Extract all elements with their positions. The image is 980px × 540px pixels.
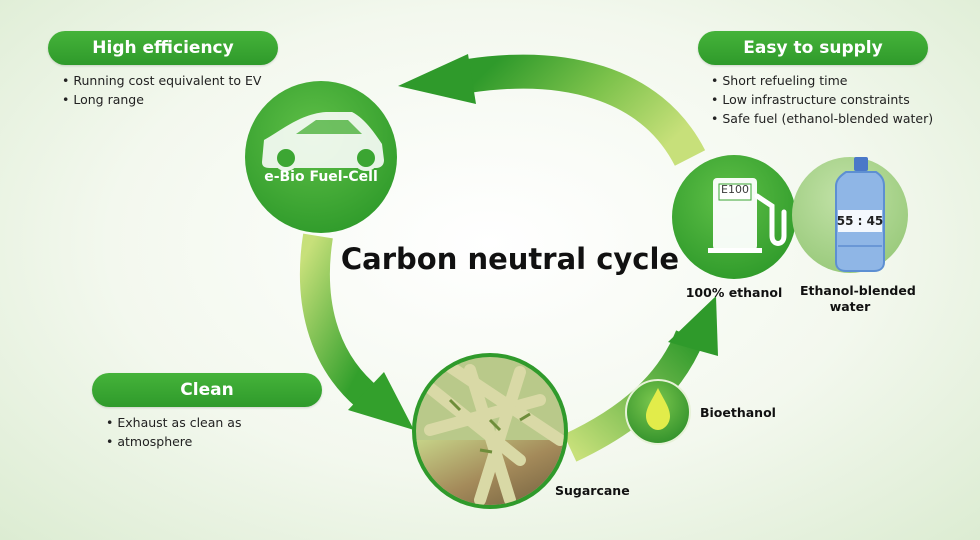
list-item: Low infrastructure constraints bbox=[711, 90, 933, 109]
arrow-head-left bbox=[348, 372, 414, 430]
list-item: Safe fuel (ethanol-blended water) bbox=[711, 109, 933, 128]
list-item: Short refueling time bbox=[711, 71, 933, 90]
list-item-continued: atmosphere bbox=[117, 434, 193, 449]
list-item: atmosphere bbox=[106, 432, 241, 451]
sugarcane-label: Sugarcane bbox=[555, 483, 630, 498]
water-ratio-label: 55 : 45 bbox=[836, 214, 884, 228]
ethanol-node-label: 100% ethanol bbox=[685, 285, 783, 300]
pump-label: E100 bbox=[721, 183, 749, 196]
high-efficiency-list: Running cost equivalent to EV Long range bbox=[62, 71, 261, 109]
car-icon bbox=[262, 112, 384, 171]
diagram-title: Carbon neutral cycle bbox=[340, 242, 680, 276]
water-node bbox=[792, 157, 908, 273]
water-node-label: Ethanol-blended bbox=[800, 283, 916, 298]
water-node-label-line2: water bbox=[829, 299, 871, 314]
clean-list: Exhaust as clean as atmosphere bbox=[106, 413, 241, 451]
car-node-label: e-Bio Fuel-Cell bbox=[264, 169, 378, 185]
easy-to-supply-heading: Easy to supply bbox=[698, 31, 928, 65]
water-jug-icon bbox=[835, 157, 885, 272]
easy-to-supply-list: Short refueling time Low infrastructure … bbox=[711, 71, 933, 128]
fuel-pump-icon bbox=[708, 178, 787, 253]
high-efficiency-heading: High efficiency bbox=[48, 31, 278, 65]
sugarcane-node bbox=[412, 353, 568, 509]
droplet-icon bbox=[646, 388, 670, 430]
bioethanol-label: Bioethanol bbox=[700, 405, 776, 420]
list-item: Exhaust as clean as bbox=[106, 413, 241, 432]
arrow-head-top bbox=[398, 54, 476, 104]
arrow-car-to-sugarcane bbox=[299, 233, 377, 408]
arrow-supply-to-car bbox=[465, 54, 706, 167]
sugarcane-image bbox=[416, 357, 564, 505]
list-item: Long range bbox=[62, 90, 261, 109]
arrow-head-bottom bbox=[668, 296, 718, 356]
bioethanol-node bbox=[625, 379, 691, 445]
list-item: Running cost equivalent to EV bbox=[62, 71, 261, 90]
car-node bbox=[245, 81, 397, 233]
ethanol-node bbox=[672, 155, 796, 279]
clean-heading: Clean bbox=[92, 373, 322, 407]
